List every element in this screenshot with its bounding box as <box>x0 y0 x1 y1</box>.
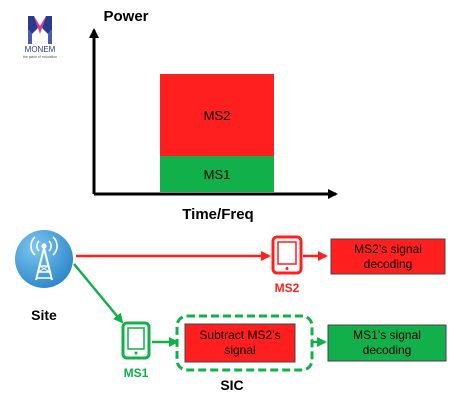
x-axis-label: Time/Freq <box>182 206 253 223</box>
ms2-label: MS2 <box>275 281 300 295</box>
logo-tagline: the place of education <box>23 55 57 59</box>
logo-mark-icon <box>28 16 52 44</box>
ms2-block-label: MS2 <box>204 108 231 123</box>
monem-logo: MONEM the place of education <box>23 16 57 59</box>
ms1-decoding-line1: MS1’s signal <box>353 328 421 342</box>
ms1-label: MS1 <box>124 366 149 380</box>
site-node: Site <box>15 230 73 323</box>
sic-block: Subtract MS2’s signal SIC <box>175 314 314 393</box>
site-label: Site <box>31 307 57 323</box>
logo-name: MONEM <box>25 45 56 54</box>
ms1-device: MS1 <box>121 321 151 380</box>
subtract-ms2-box: Subtract MS2’s signal <box>184 323 296 363</box>
antenna-tower-icon <box>15 230 73 288</box>
ms1-power-block <box>160 156 274 192</box>
power-chart: Power Time/Freq MS2 MS1 <box>89 8 338 223</box>
ms1-phone-icon <box>121 321 151 360</box>
subtract-line2: signal <box>224 343 255 357</box>
site-to-ms1-arrow <box>73 263 124 324</box>
ms1-block-label: MS1 <box>204 167 231 182</box>
ms1-decoding-line2: decoding <box>363 343 412 357</box>
ms2-decoding-line1: MS2’s signal <box>354 242 422 256</box>
ms2-decoding-box: MS2’s signal decoding <box>330 238 446 275</box>
subtract-line1: Subtract MS2’s <box>199 328 280 342</box>
ms2-decoding-line2: decoding <box>364 257 413 271</box>
y-axis-label: Power <box>103 8 148 25</box>
ms1-decoding-box: MS1’s signal decoding <box>327 324 447 362</box>
sic-label: SIC <box>220 377 243 393</box>
ms2-device: MS2 <box>271 235 303 295</box>
ms2-phone-icon <box>271 235 303 275</box>
ms2-power-block <box>160 74 274 156</box>
